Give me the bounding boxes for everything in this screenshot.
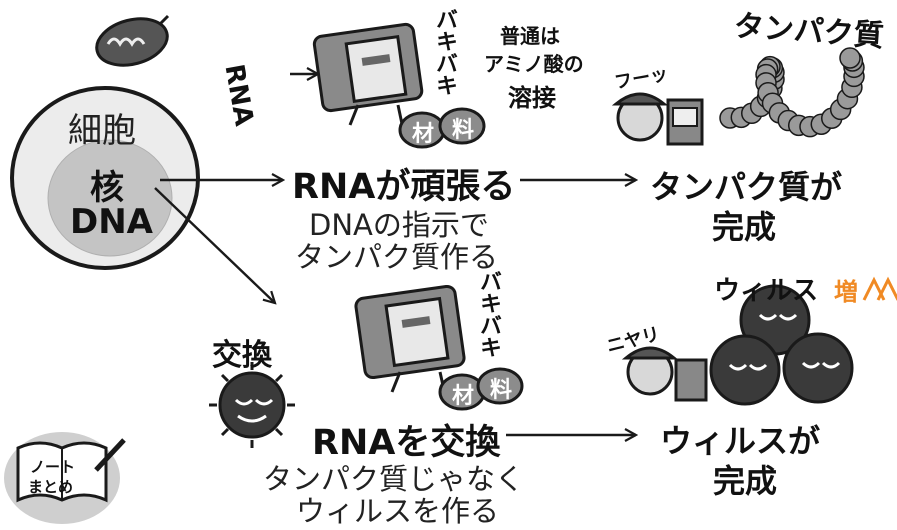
dna-label: DNA (70, 202, 153, 242)
material-label-1: 材 (412, 122, 435, 147)
notebook-label-2: まとめ (28, 478, 74, 496)
material-label-3: 材 (452, 384, 475, 409)
usual-note-1: 普通は (500, 24, 560, 48)
bottom-step-desc-2: ウィルスを作る (296, 494, 500, 528)
material-balls-bottom (438, 367, 524, 411)
rna-machine-icon-bottom (354, 284, 466, 393)
nucleus-label: 核 (90, 168, 124, 208)
worker-character-bottom (621, 346, 708, 402)
top-result-2: 完成 (712, 208, 777, 246)
notebook-label-1: ノート (30, 458, 76, 476)
rna-machine-icon-top (312, 22, 424, 126)
top-step-title: RNAが頑張る (292, 167, 516, 207)
virus-icon-swap (209, 362, 295, 448)
flow-arrows (154, 74, 636, 435)
notebook-icon (4, 432, 126, 524)
mitochondria-icon (95, 14, 170, 67)
effort-sfx-top: バキバキ (432, 8, 457, 96)
top-step-desc-1: DNAの指示で (309, 208, 489, 242)
top-result-1: タンパク質が (650, 168, 843, 206)
material-label-2: 料 (452, 118, 475, 143)
protein-chain (719, 47, 865, 138)
top-step-desc-2: タンパク質作る (295, 240, 499, 274)
material-label-4: 料 (490, 378, 513, 403)
material-balls-top (398, 107, 486, 149)
nucleus (47, 139, 173, 257)
bottom-step-title: RNAを交換 (312, 423, 501, 463)
cell-label: 細胞 (68, 111, 136, 151)
swap-label: 交換 (212, 338, 272, 373)
bottom-result-1: ウィルスが (660, 422, 821, 460)
usual-note-2: アミノ酸の (484, 52, 584, 76)
virus-heading: ウィルス (714, 276, 819, 306)
protein-bead (839, 47, 861, 69)
cell-diagram (10, 86, 200, 270)
worker-character-top (611, 92, 704, 146)
arrow-nucleus-to-rna-swap (154, 187, 275, 303)
increase-arrows-icon (862, 276, 897, 301)
bottom-result-2: 完成 (713, 462, 778, 500)
increase-label: 増 (834, 278, 858, 306)
usual-note-3: 溶接 (508, 84, 556, 112)
bottom-step-desc-1: タンパク質じゃなく (263, 462, 525, 496)
effort-sfx-bottom: バキバキ (476, 270, 501, 358)
virus-cluster (709, 284, 854, 406)
